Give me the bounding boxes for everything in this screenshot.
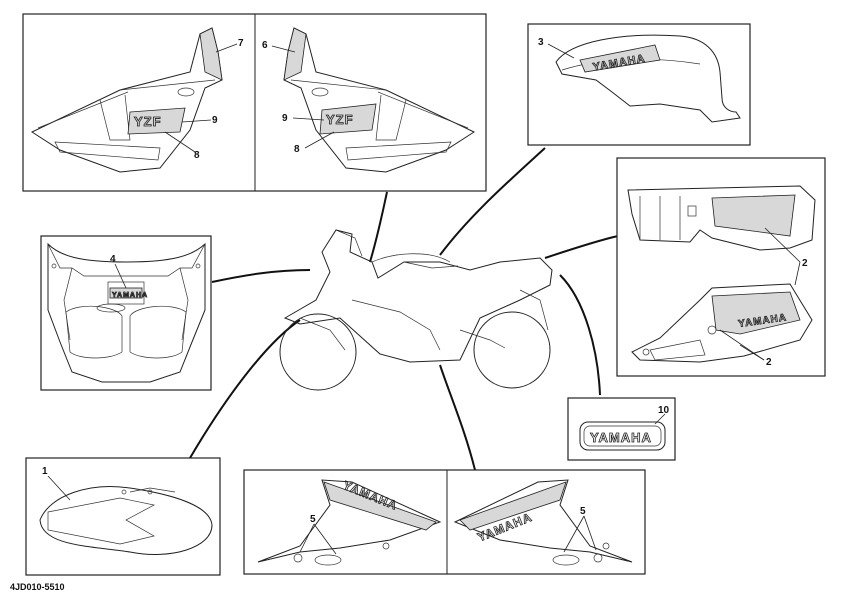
callout-2b: 2 xyxy=(766,357,772,368)
callout-2a: 2 xyxy=(802,258,808,269)
fuel-tank-panel: YAMAHA 3 xyxy=(527,23,751,146)
under-cowl-panel: YAMAHA 5 YAMAHA 5 xyxy=(243,469,646,575)
callout-9a: 9 xyxy=(212,115,218,126)
front-fender-panel: 1 xyxy=(25,457,221,576)
callout-5b: 5 xyxy=(580,506,586,517)
screen-logo: YAMAHA xyxy=(112,292,148,299)
callout-1: 1 xyxy=(42,466,48,477)
front-cowl-panel: YAMAHA 4 xyxy=(40,235,212,391)
callout-4: 4 xyxy=(110,254,116,265)
motorcycle-overview xyxy=(279,229,553,391)
tail-cowl-panel: YAMAHA 2 2 xyxy=(616,157,826,377)
emblem-logo: YAMAHA xyxy=(590,430,652,445)
side-logo-right: YZF xyxy=(326,112,354,127)
callout-9b: 9 xyxy=(282,113,288,124)
emblem-panel: YAMAHA 10 xyxy=(567,397,676,461)
side-logo-left: YZF xyxy=(134,114,162,129)
callout-6: 6 xyxy=(262,40,268,51)
figure-code: 4JD010-5510 xyxy=(10,582,65,592)
callout-8b: 8 xyxy=(294,144,300,155)
side-cowl-panel: YZF YZF 7 6 9 8 9 8 xyxy=(22,13,487,192)
callout-7: 7 xyxy=(238,38,244,49)
connector-lines xyxy=(189,147,619,471)
callout-5a: 5 xyxy=(310,514,316,525)
callout-8a: 8 xyxy=(194,150,200,161)
callout-10: 10 xyxy=(658,405,670,416)
callout-3: 3 xyxy=(538,37,544,48)
